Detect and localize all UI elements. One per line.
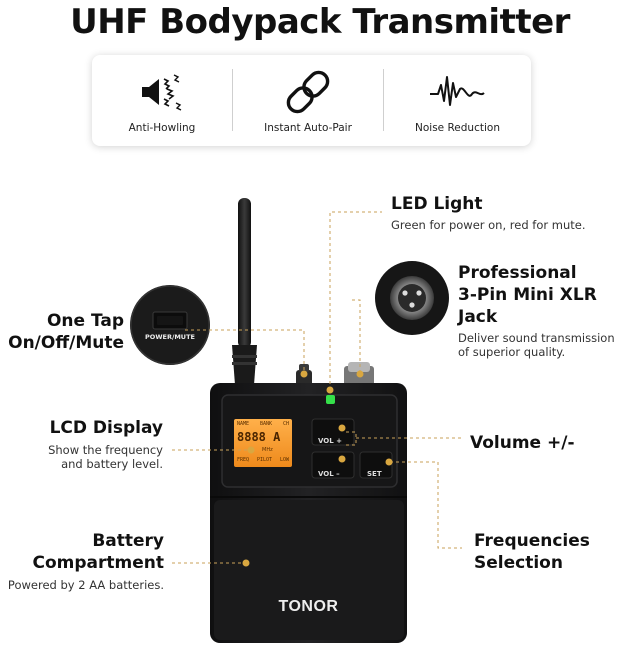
waveform-icon — [426, 67, 490, 121]
callout-description: Deliver sound transmission — [458, 331, 615, 345]
callout-power: One Tap On/Off/Mute — [0, 310, 124, 354]
callout-heading: One Tap — [46, 311, 124, 331]
antenna — [238, 198, 251, 348]
feature-noise-reduction: Noise Reduction — [384, 55, 531, 146]
battery-door — [214, 500, 404, 640]
callout-volume: Volume +/- — [470, 432, 575, 454]
lcd-screen — [234, 419, 292, 467]
lcd-mhz: MHz — [262, 447, 273, 453]
speaker-vibration-icon — [134, 67, 190, 121]
lcd-top-labels: NAME BANK CH — [237, 421, 289, 427]
vol-plus-button[interactable]: VOL + — [318, 437, 343, 445]
lcd-digits: 8888 A — [237, 430, 281, 444]
vol-minus-button[interactable]: VOL – — [318, 470, 340, 478]
callout-led: LED Light Green for power on, red for mu… — [391, 193, 586, 232]
callout-heading: 3-Pin Mini XLR Jack — [458, 285, 597, 327]
callout-description: of superior quality. — [458, 345, 566, 359]
callout-heading: Battery — [92, 531, 164, 551]
callout-description: Show the frequency — [48, 443, 163, 457]
callout-heading: On/Off/Mute — [8, 333, 124, 353]
page-title: UHF Bodypack Transmitter — [70, 2, 570, 42]
set-button[interactable]: SET — [367, 470, 382, 478]
feature-label: Anti-Howling — [128, 122, 196, 134]
callout-frequency: Frequencies Selection — [474, 530, 590, 574]
power-mute-button[interactable]: POWER/MUTE — [145, 333, 195, 341]
led-indicator — [326, 395, 335, 404]
feature-auto-pair: Instant Auto-Pair — [233, 55, 383, 146]
callout-description: and battery level. — [61, 457, 163, 471]
link-icon — [278, 67, 338, 121]
callout-heading: LED Light — [391, 194, 483, 214]
callout-heading: Professional — [458, 263, 577, 283]
feature-anti-howling: Anti-Howling — [92, 55, 232, 146]
callout-lcd: LCD Display Show the frequency and batte… — [0, 417, 163, 471]
brand-logo: TONOR — [278, 598, 339, 615]
callout-xlr: Professional 3-Pin Mini XLR Jack Deliver… — [458, 262, 640, 359]
feature-strip: Anti-Howling Instant Auto-Pair Noise Red… — [92, 55, 531, 146]
callout-heading: Volume +/- — [470, 433, 575, 453]
callout-description: Powered by 2 AA batteries. — [7, 578, 164, 592]
callout-battery: Battery Compartment Powered by 2 AA batt… — [0, 530, 164, 592]
feature-label: Instant Auto-Pair — [264, 122, 352, 134]
callout-heading: LCD Display — [49, 418, 163, 438]
callout-heading: Compartment — [32, 553, 165, 573]
feature-label: Noise Reduction — [415, 122, 500, 134]
divider — [232, 69, 233, 131]
divider — [383, 69, 384, 131]
lcd-bottom-labels: FREQ PILOT LOW — [237, 457, 289, 463]
callout-description: Green for power on, red for mute. — [391, 218, 586, 232]
callout-heading: Frequencies — [474, 531, 590, 551]
callout-heading: Selection — [474, 553, 563, 573]
